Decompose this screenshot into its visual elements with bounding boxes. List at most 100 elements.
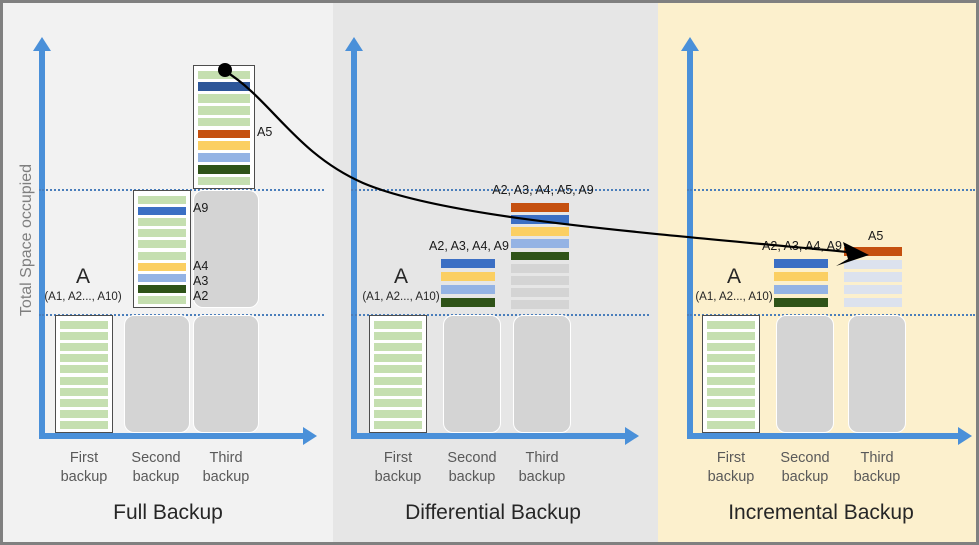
dataset-label: A: [726, 265, 741, 288]
stack-bar-a5: [198, 129, 250, 139]
bar-label-a5-target: A5: [868, 229, 884, 243]
panel-title-incremental: Incremental Backup: [728, 501, 914, 524]
stack-bar: [198, 106, 250, 115]
stack-bar: [707, 421, 755, 430]
tick-label-third: Third backup: [185, 449, 267, 487]
tick-line-1: Third: [525, 450, 559, 466]
stack-bar: [198, 82, 250, 91]
stack-bar: [60, 387, 108, 396]
stack-bar: [198, 141, 250, 150]
x-axis-arrow-icon: [625, 427, 639, 445]
stack-bar: [441, 297, 495, 308]
stack-bar: [198, 70, 250, 80]
stack-bar: [774, 258, 828, 269]
bar-label-a3: A3: [193, 274, 209, 288]
stack-third-backup[interactable]: [511, 201, 569, 311]
stack-bar: [774, 271, 828, 282]
stack-bar: [374, 376, 422, 385]
stack-bar: [707, 365, 755, 374]
dataset-label: A: [393, 265, 408, 288]
stack-bar: [60, 342, 108, 352]
tick-line-1: Third: [860, 450, 894, 466]
ghost-block: [124, 315, 190, 433]
tick-line-2: backup: [202, 469, 250, 485]
stack-second-backup[interactable]: [133, 190, 191, 308]
tick-label-second: Second backup: [115, 449, 197, 487]
stack-bar: [198, 176, 250, 186]
tick-line-2: backup: [132, 469, 180, 485]
y-axis-arrow-icon: [681, 37, 699, 51]
stack-bar: [138, 229, 186, 238]
bar-label-a9: A9: [193, 201, 209, 215]
stack-bar-a2: [138, 285, 186, 294]
dataset-sublabel: (A1, A2..., A10): [362, 291, 440, 303]
set-label-second: A2, A3, A4, A9: [762, 239, 842, 253]
stack-bar: [138, 195, 186, 204]
tick-line-2: backup: [853, 469, 901, 485]
stack-bar: [707, 354, 755, 363]
y-axis-arrow-icon: [345, 37, 363, 51]
stack-bar: [198, 94, 250, 103]
stack-bar: [707, 398, 755, 408]
tick-line-2: backup: [60, 469, 108, 485]
tick-label-third: Third backup: [501, 449, 583, 487]
bar-label-a4: A4: [193, 259, 209, 273]
stack-bar: [374, 398, 422, 408]
stack-bar: [138, 217, 186, 227]
stack-third-backup[interactable]: [844, 245, 902, 309]
ghost-block: [513, 315, 571, 433]
stack-bar: [138, 240, 186, 249]
stack-bar: [374, 421, 422, 430]
stack-bar-a4: [138, 262, 186, 271]
stack-bar: [707, 376, 755, 385]
ghost-block: [848, 315, 906, 433]
panel-incremental-backup: A (A1, A2..., A10) A2, A3, A4, A9 A5 Fir…: [658, 3, 976, 542]
stack-bar: [198, 153, 250, 162]
guideline-upper: [687, 189, 975, 191]
y-axis-line: [351, 49, 357, 439]
stack-bar: [844, 259, 902, 269]
set-label-third: A2, A3, A4, A5, A9: [492, 183, 594, 197]
stack-bar: [844, 272, 902, 282]
stack-first-backup[interactable]: [55, 315, 113, 433]
tick-line-1: Second: [780, 450, 830, 466]
stack-bar: [774, 284, 828, 295]
stack-bar: [511, 214, 569, 224]
stack-bar: [844, 285, 902, 295]
tick-label-first: First backup: [690, 449, 772, 487]
stack-bar: [138, 251, 186, 260]
stack-bar: [441, 258, 495, 269]
stack-bar: [511, 239, 569, 249]
stack-bar: [60, 421, 108, 430]
stack-bar: [60, 354, 108, 363]
stack-bar-a3: [138, 273, 186, 283]
stack-bar-a9: [138, 206, 186, 215]
stack-bar: [441, 271, 495, 282]
stack-bar: [511, 263, 569, 273]
stack-bar: [138, 296, 186, 305]
stack-bar: [60, 320, 108, 329]
stack-first-backup[interactable]: [369, 315, 427, 433]
dataset-label: A: [75, 265, 90, 288]
panel-title-differential: Differential Backup: [405, 501, 581, 524]
stack-bar: [374, 365, 422, 374]
y-axis-line: [687, 49, 693, 439]
stack-bar: [60, 410, 108, 419]
stack-second-backup[interactable]: [774, 257, 828, 309]
stack-third-backup[interactable]: [193, 65, 255, 189]
stack-first-backup[interactable]: [702, 315, 760, 433]
bar-label-a5-source: A5: [257, 125, 273, 139]
tick-label-second: Second backup: [764, 449, 846, 487]
stack-bar: [707, 342, 755, 352]
tick-line-2: backup: [781, 469, 829, 485]
tick-line-1: First: [69, 450, 99, 466]
panel-differential-backup: A (A1, A2..., A10) A2, A3, A4, A9 A2, A3…: [333, 3, 658, 542]
x-axis-line: [351, 433, 629, 439]
ghost-block: [776, 315, 834, 433]
stack-bar: [374, 342, 422, 352]
stack-bar: [198, 117, 250, 127]
stack-second-backup[interactable]: [441, 257, 495, 309]
y-axis-line: [39, 49, 45, 439]
stack-bar: [374, 410, 422, 419]
panel-title-full: Full Backup: [113, 501, 223, 524]
